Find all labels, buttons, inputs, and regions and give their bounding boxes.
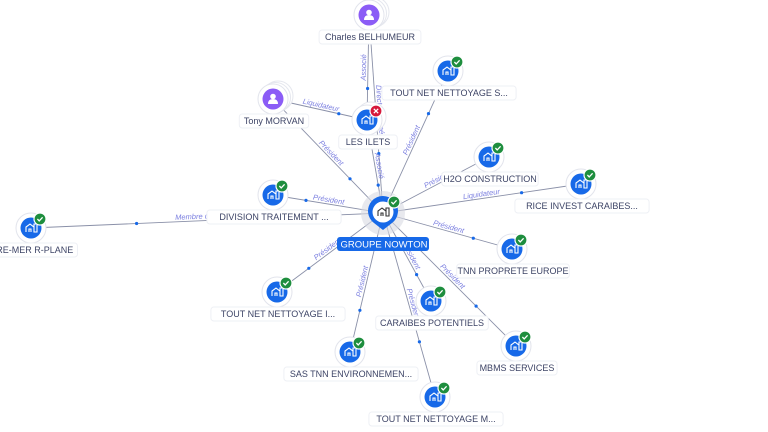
label-box [381, 85, 517, 101]
arrow-icon [366, 86, 370, 91]
node-label: Tony MORVAN [244, 116, 304, 126]
node-mbms[interactable]: MBMS SERVICES [476, 330, 558, 376]
label-box [375, 315, 489, 331]
node-ilets[interactable]: LES ILETS [338, 101, 398, 150]
center-label: GROUPE NOWTON [341, 240, 428, 251]
node-label: TOUT NET NETTOYAGE S... [390, 88, 508, 98]
arrow-icon [135, 221, 139, 226]
label-box [238, 113, 310, 129]
edge-label: Président [354, 264, 370, 298]
label-box [368, 411, 504, 427]
check-badge-icon [514, 233, 528, 247]
arrow-icon [337, 112, 341, 116]
node-tnnm[interactable]: TOUT NET NETTOYAGE M... [368, 381, 504, 427]
center-label-box [337, 237, 429, 251]
label-box [514, 198, 650, 214]
arrow-icon [415, 273, 419, 277]
node-label: TOUT NET NETTOYAGE I... [221, 309, 335, 319]
node-tony[interactable]: Tony MORVAN [238, 80, 310, 129]
node-label: TOUT NET NETTOYAGE M... [376, 414, 495, 424]
label-box [338, 134, 398, 150]
node-tnns[interactable]: TOUT NET NETTOYAGE S... [381, 55, 517, 101]
node-label: TNN PROPRETE EUROPE [457, 266, 568, 276]
label-box [441, 171, 539, 187]
node-label: MBMS SERVICES [480, 363, 555, 373]
check-badge-icon [491, 141, 505, 155]
edge-c-rice: Liquidateur [382, 183, 582, 214]
check-badge-icon [518, 330, 532, 344]
node-carp[interactable]: CARAIBES POTENTIELS [375, 285, 489, 331]
person-icon [364, 9, 374, 20]
node-tnnp[interactable]: TNN PROPRETE EUROPE [456, 233, 570, 279]
arrow-icon [376, 183, 380, 187]
check-badge-icon [433, 285, 447, 299]
node-tnni[interactable]: TOUT NET NETTOYAGE I... [210, 276, 346, 322]
arrow-icon [377, 152, 381, 156]
arrow-icon [307, 266, 311, 270]
check-badge-icon [279, 276, 293, 290]
check-badge-icon [275, 179, 289, 193]
edge-label: Liquidateur [302, 97, 341, 114]
edge-label: Président [432, 218, 466, 235]
node-h2o[interactable]: H2O CONSTRUCTION [441, 141, 539, 187]
node-label: TRE-MER R-PLANE [0, 245, 73, 255]
edge-label: Liquidateur [462, 187, 501, 201]
node-div[interactable]: DIVISION TRAITEMENT ... [206, 179, 342, 225]
node-label: DIVISION TRAITEMENT ... [219, 212, 328, 222]
error-badge-icon [369, 104, 383, 118]
person-icon [268, 93, 278, 104]
label-box [476, 360, 558, 376]
arrow-icon [304, 198, 308, 202]
label-box [318, 29, 422, 45]
node-label: RICE INVEST CARAIBES... [526, 201, 638, 211]
check-badge-icon [352, 336, 366, 350]
arrow-icon [471, 236, 475, 240]
node-rice[interactable]: RICE INVEST CARAIBES... [514, 168, 650, 214]
check-badge-icon [583, 168, 597, 182]
check-badge-icon [387, 195, 401, 209]
check-badge-icon [33, 212, 47, 226]
label-box [283, 366, 419, 382]
building-icon [377, 207, 390, 217]
edge-label: Associé [359, 54, 369, 81]
arrow-icon [474, 304, 478, 308]
label-box [0, 242, 78, 258]
label-box [206, 209, 342, 225]
node-sas[interactable]: SAS TNN ENVIRONNEMEN... [283, 336, 419, 382]
arrow-icon [417, 340, 421, 344]
node-label: SAS TNN ENVIRONNEMEN... [290, 369, 412, 379]
node-center[interactable]: GROUPE NOWTON [337, 191, 429, 251]
node-charles[interactable]: Charles BELHUMEUR [318, 0, 422, 45]
arrow-icon [348, 177, 352, 181]
label-box [456, 263, 570, 279]
check-badge-icon [450, 55, 464, 69]
node-label: LES ILETS [346, 137, 391, 147]
node-label: H2O CONSTRUCTION [443, 174, 537, 184]
label-box [210, 306, 346, 322]
arrow-icon [426, 112, 431, 116]
node-label: Charles BELHUMEUR [325, 32, 416, 42]
arrow-icon [358, 308, 362, 312]
node-tre[interactable]: TRE-MER R-PLANE [0, 212, 78, 258]
node-label: CARAIBES POTENTIELS [380, 318, 484, 328]
check-badge-icon [437, 381, 451, 395]
arrow-icon [520, 191, 524, 195]
